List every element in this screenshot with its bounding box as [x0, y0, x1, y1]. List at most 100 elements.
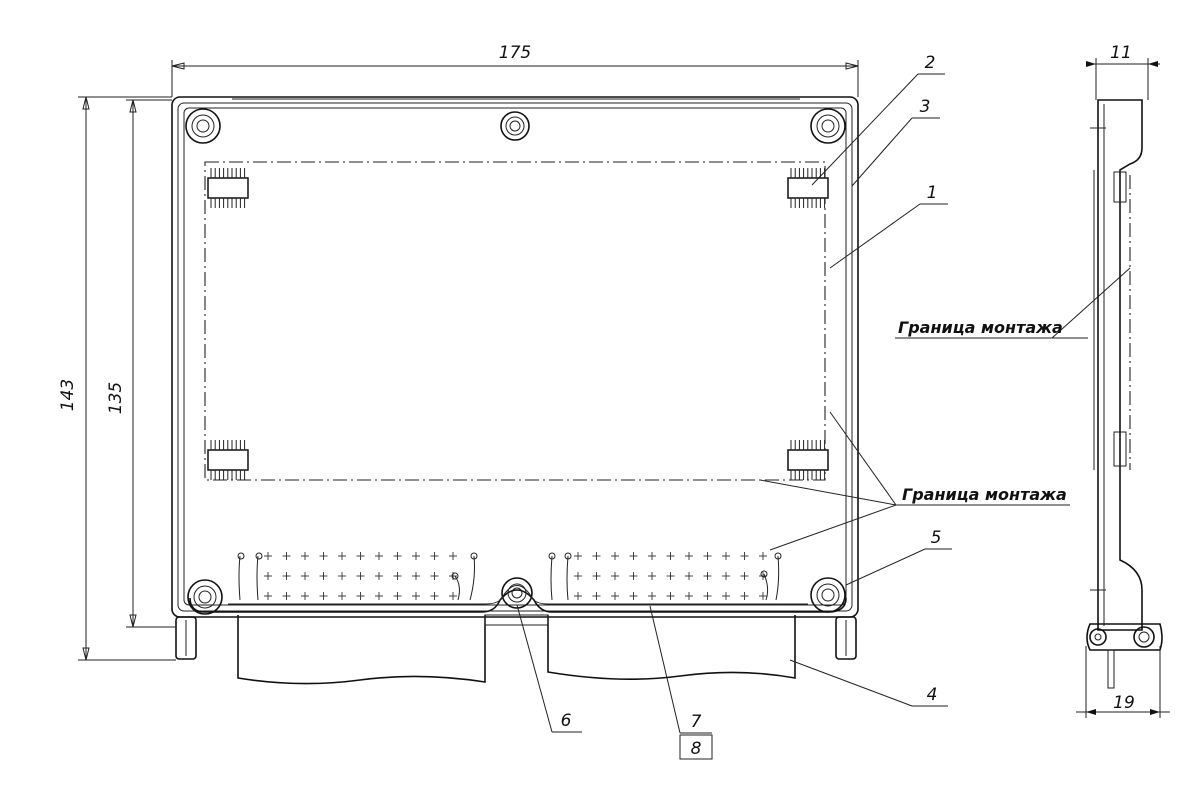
connector-pin: [574, 552, 582, 560]
connector-pin: [759, 552, 767, 560]
connector-pin: [264, 552, 272, 560]
center-bridge: [484, 614, 549, 626]
connector-pin: [301, 572, 309, 580]
connector-pin: [685, 592, 693, 600]
gasket-contour: [189, 589, 847, 613]
connector-pin: [264, 572, 272, 580]
connector-pin: [356, 572, 365, 580]
mounting-boundary-rect: [204, 161, 826, 481]
connector-pin: [759, 592, 767, 600]
connector-pin: [301, 592, 309, 600]
connector-pin: [722, 552, 730, 560]
callout-4: 4: [927, 685, 938, 705]
connector-pin: [703, 592, 712, 600]
connector-pin: [282, 592, 291, 600]
connector-pin: [666, 592, 675, 600]
connector-pin: [666, 552, 675, 560]
corner-screw-top-left: [185, 108, 221, 144]
board-clip: [207, 168, 249, 208]
connector-pin: [282, 572, 291, 580]
dim-height-143: 143: [58, 379, 78, 411]
connector-pin: [685, 552, 693, 560]
corner-screw-top-center: [500, 111, 530, 141]
connector-pin: [412, 592, 420, 600]
connector-pin: [449, 592, 457, 600]
callout-8: 8: [691, 739, 702, 759]
dim-side-19: 19: [1113, 693, 1135, 713]
connector-pin: [574, 572, 582, 580]
callout-3: 3: [920, 97, 931, 117]
callout-5: 5: [931, 528, 942, 548]
connector-pin: [356, 592, 365, 600]
connector-pin: [648, 592, 656, 600]
corner-screw-bottom-right: [810, 577, 846, 613]
connector-pin: [449, 552, 457, 560]
board-clip: [207, 440, 249, 480]
housing-outline: [171, 96, 859, 618]
gasket-inner: [228, 585, 808, 605]
connector-pin: [375, 592, 383, 600]
callout-1: 1: [927, 183, 938, 203]
connector-pin: [393, 592, 402, 600]
connector-pin: [301, 552, 309, 560]
side-profile: [1097, 99, 1143, 631]
connector-pin: [393, 552, 402, 560]
pin-leads: [237, 552, 782, 601]
dim-side-11: 11: [1110, 43, 1132, 63]
connector-pin: [592, 572, 601, 580]
connector-pin: [592, 552, 601, 560]
connector-pin: [703, 572, 712, 580]
connector-pin: [629, 572, 638, 580]
connector-pin: [393, 572, 402, 580]
connector-pins-right: [574, 552, 767, 600]
callout-leaders: [516, 73, 1131, 760]
connector-pin: [282, 552, 291, 560]
connector-pin: [629, 552, 638, 560]
connector-pin: [264, 592, 272, 600]
connector-pin: [740, 552, 749, 560]
connector-pin: [319, 572, 328, 580]
front-view: [171, 96, 859, 685]
connector-pin: [759, 572, 767, 580]
dim-height-135: 135: [106, 382, 126, 414]
connector-pin: [722, 572, 730, 580]
connector-pin: [592, 592, 601, 600]
note-mounting-boundary-side: Граница монтажа: [898, 318, 1063, 337]
connector-pin: [412, 552, 420, 560]
board-clip: [787, 440, 829, 480]
connector-pin: [375, 552, 383, 560]
connector-pin: [611, 572, 619, 580]
mounting-tab-right: [835, 616, 857, 660]
connector-pin: [319, 552, 328, 560]
note-mounting-boundary-front: Граница монтажа: [902, 485, 1067, 504]
connector-pin: [611, 592, 619, 600]
cable-connector-right: [547, 615, 796, 680]
connector-pin: [574, 592, 582, 600]
connector-pin: [740, 572, 749, 580]
connector-pin: [648, 572, 656, 580]
housing-inner-edge: [177, 102, 853, 612]
board-clips: [207, 168, 829, 480]
cable-connector-left: [237, 615, 486, 685]
connector-pin: [412, 572, 420, 580]
connector-pin: [611, 552, 619, 560]
connector-pin: [430, 572, 439, 580]
dim-width-175: 175: [499, 43, 531, 63]
connector-pin: [430, 552, 439, 560]
board-clip: [787, 168, 829, 208]
callout-7: 7: [691, 712, 702, 732]
side-view: [1076, 58, 1170, 718]
connector-pin: [703, 552, 712, 560]
corner-screw-top-right: [810, 108, 846, 144]
dimension-lines: [78, 60, 859, 661]
connector-pin: [375, 572, 383, 580]
connector-pin: [338, 572, 346, 580]
connector-pin: [648, 552, 656, 560]
callout-2: 2: [925, 53, 936, 73]
connector-pin: [338, 552, 346, 560]
connector-pin: [338, 592, 346, 600]
connector-pin: [685, 572, 693, 580]
connector-pin: [666, 572, 675, 580]
connector-pin: [740, 592, 749, 600]
